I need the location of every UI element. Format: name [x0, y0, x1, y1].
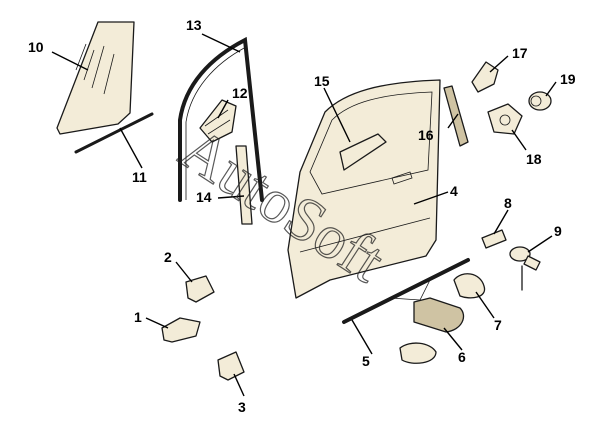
callout-4: 4	[450, 183, 458, 199]
callout-12: 12	[232, 85, 248, 101]
glass-channel-strip	[74, 112, 154, 154]
inner-panel-bracket	[339, 133, 387, 171]
key-lock-set	[509, 246, 541, 291]
mirror-glass	[453, 273, 486, 299]
callout-7: 7	[494, 317, 502, 333]
run-channel	[235, 145, 253, 225]
callout-11: 11	[132, 169, 147, 185]
callout-9: 9	[554, 223, 562, 239]
callout-labels: 10 11 13 12 14 15 16 17 19 18 4 8 9 7 6 …	[28, 17, 576, 415]
callout-13: 13	[186, 17, 202, 33]
callout-18: 18	[526, 151, 542, 167]
lower-hinge	[217, 351, 245, 381]
window-regulator	[199, 99, 237, 143]
door-glass	[56, 21, 135, 135]
leader-lines	[51, 33, 557, 397]
exterior-mirror	[399, 297, 465, 364]
callout-19: 19	[560, 71, 576, 87]
door-shell	[287, 79, 441, 299]
window-rail	[342, 258, 470, 324]
upper-hinge	[185, 275, 215, 303]
callout-3: 3	[238, 399, 246, 415]
callout-2: 2	[164, 249, 172, 265]
callout-1: 1	[134, 309, 142, 325]
callout-8: 8	[504, 195, 512, 211]
callout-17: 17	[512, 45, 528, 61]
window-frame-seal	[178, 36, 264, 202]
callout-10: 10	[28, 39, 44, 55]
callout-16: 16	[418, 127, 434, 143]
mirror-bracket	[471, 61, 499, 93]
callout-14: 14	[196, 189, 212, 205]
door-check-strap	[161, 317, 201, 343]
callout-5: 5	[362, 353, 370, 369]
lock-cylinder	[528, 91, 552, 111]
callout-15: 15	[314, 73, 330, 89]
door-lock	[487, 103, 523, 135]
callout-6: 6	[458, 349, 466, 365]
